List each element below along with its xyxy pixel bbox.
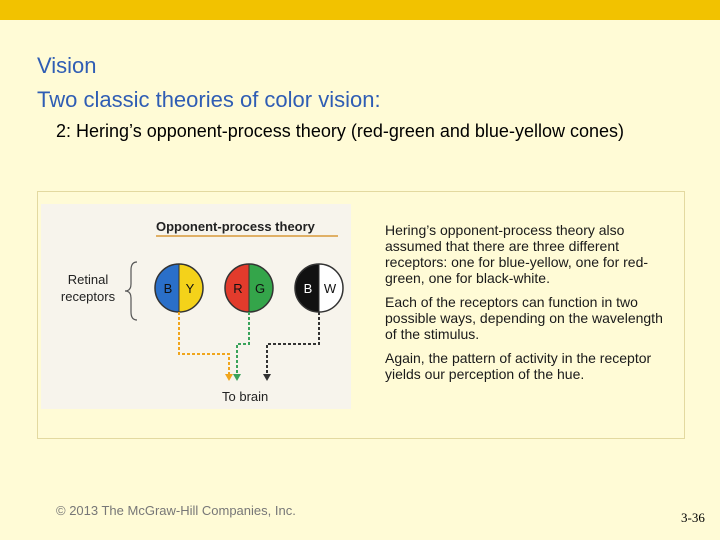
note-3: Again, the pattern of activity in the re…: [385, 350, 652, 382]
receptor-2-left-half: [225, 264, 249, 312]
receptor-3-left-label: B: [304, 281, 313, 296]
receptor-2-right-half: [249, 264, 273, 312]
receptor-3-right-label: W: [324, 281, 337, 296]
to-brain-label: To brain: [222, 389, 268, 404]
page-number: 3-36: [681, 510, 705, 525]
pathway-yellow: [178, 312, 230, 376]
figure-heading: Opponent-process theory: [156, 219, 316, 234]
pathway-dark: [266, 312, 320, 376]
arrowhead-3: [263, 374, 271, 381]
pathway-lines: [178, 312, 320, 381]
content-box: Opponent-process theory Retinal receptor…: [37, 191, 685, 439]
receptor-1-right-label: Y: [186, 281, 195, 296]
side-label-line1: Retinal: [68, 272, 109, 287]
arrowhead-2: [233, 374, 241, 381]
receptor-3-right-half: [319, 264, 343, 312]
opponent-process-diagram: Opponent-process theory Retinal receptor…: [41, 204, 351, 409]
receptor-1-left-half: [155, 264, 179, 312]
side-label-line2: receptors: [61, 289, 116, 304]
brace-icon: [124, 261, 138, 321]
notes-panel: Hering’s opponent-process theory also as…: [385, 222, 675, 390]
receptor-1-left-label: B: [164, 281, 173, 296]
arrowhead-1: [225, 374, 233, 381]
receptor-3-left-half: [295, 264, 319, 312]
note-1: Hering’s opponent-process theory also as…: [385, 222, 649, 286]
slide-title: Vision: [37, 53, 97, 78]
receptor-2-right-label: G: [255, 281, 265, 296]
top-accent-bar: [0, 0, 720, 20]
copyright-footer: © 2013 The McGraw-Hill Companies, Inc.: [56, 503, 296, 518]
figure-background: [41, 204, 351, 409]
note-2: Each of the receptors can function in tw…: [385, 294, 663, 342]
slide-subtitle: Two classic theories of color vision:: [37, 87, 381, 112]
receptor-2-left-label: R: [233, 281, 242, 296]
slide-point: 2: Hering’s opponent-process theory (red…: [56, 121, 624, 141]
pathway-green: [236, 312, 250, 376]
receptor-1-right-half: [179, 264, 203, 312]
